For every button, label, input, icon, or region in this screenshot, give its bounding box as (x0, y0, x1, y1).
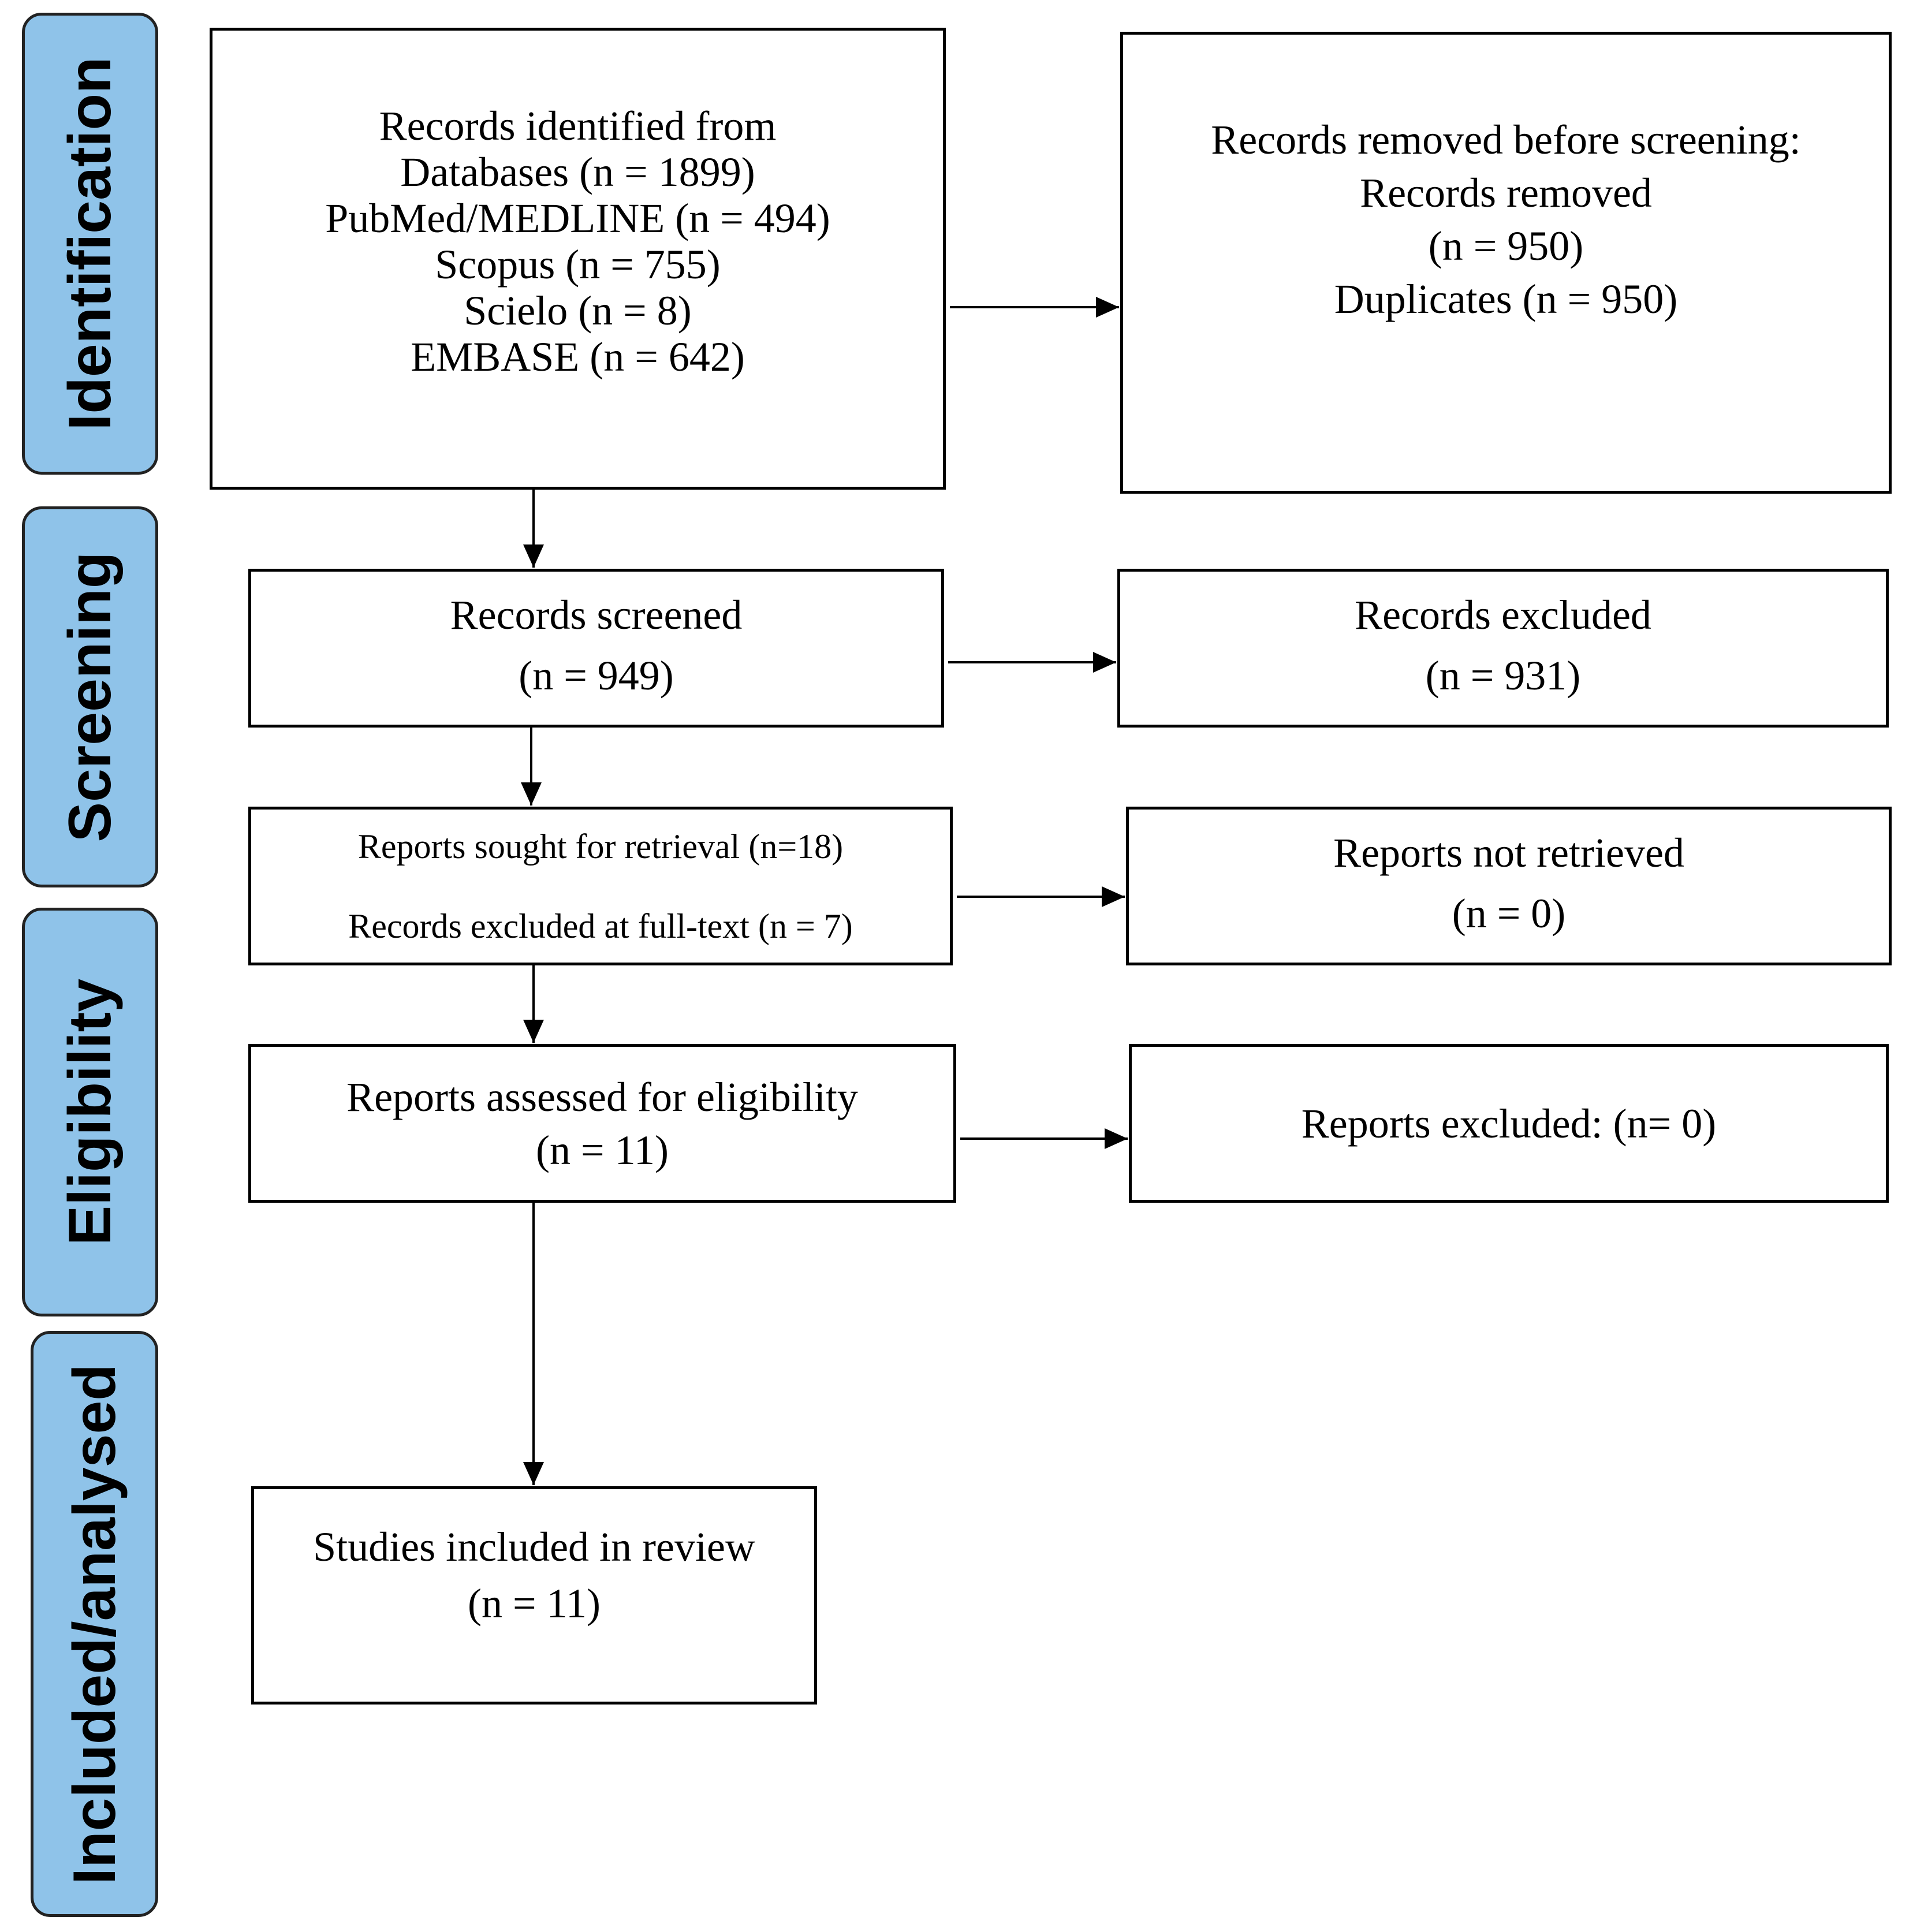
records-identified-line: Databases (n = 1899) (400, 149, 755, 195)
records-removed-line: Duplicates (n = 950) (1334, 276, 1678, 322)
reports-sought-line: Records excluded at full-text (n = 7) (348, 907, 853, 945)
records-screened-line: Records screened (450, 591, 743, 638)
reports-assessed-box: Reports assessed for eligibility (n = 11… (248, 1044, 956, 1203)
records-identified-line: PubMed/MEDLINE (n = 494) (325, 195, 830, 241)
records-removed-line: (n = 950) (1428, 223, 1584, 269)
records-excluded-line: (n = 931) (1425, 652, 1581, 699)
studies-included-line: (n = 11) (468, 1580, 601, 1627)
reports-not-retrieved-line: Reports not retrieved (1333, 829, 1684, 876)
reports-assessed-line: (n = 11) (536, 1127, 669, 1173)
studies-included-box: Studies included in review (n = 11) (251, 1486, 817, 1705)
reports-sought-box: Reports sought for retrieval (n=18) Reco… (248, 807, 953, 965)
records-identified-line: EMBASE (n = 642) (411, 334, 745, 380)
reports-sought-line: Reports sought for retrieval (n=18) (357, 827, 844, 866)
records-removed-box: Records removed before screening: Record… (1120, 32, 1892, 494)
reports-excluded-line: Reports excluded: (n= 0) (1301, 1100, 1717, 1147)
records-screened-box: Records screened (n = 949) (248, 569, 944, 728)
records-identified-line: Scopus (n = 755) (435, 241, 721, 288)
records-identified-line: Records identified from (379, 103, 777, 149)
phase-screening: Screening (22, 506, 158, 887)
records-excluded-line: Records excluded (1355, 591, 1651, 638)
studies-included-line: Studies included in review (313, 1524, 755, 1570)
reports-assessed-line: Reports assessed for eligibility (346, 1073, 858, 1120)
records-screened-line: (n = 949) (519, 652, 674, 699)
records-removed-line: Records removed before screening: (1211, 117, 1801, 163)
reports-not-retrieved-line: (n = 0) (1452, 890, 1566, 937)
records-identified-line: Scielo (n = 8) (464, 288, 692, 334)
records-identified-box: Records identified from Databases (n = 1… (210, 28, 946, 490)
phase-identification: Identification (22, 13, 158, 475)
records-excluded-box: Records excluded (n = 931) (1117, 569, 1889, 728)
records-removed-line: Records removed (1360, 170, 1652, 216)
reports-not-retrieved-box: Reports not retrieved (n = 0) (1126, 807, 1892, 965)
phase-eligibility: Eligibility (22, 908, 158, 1316)
phase-included: Included/analysed (31, 1331, 158, 1917)
reports-excluded-box: Reports excluded: (n= 0) (1129, 1044, 1889, 1203)
